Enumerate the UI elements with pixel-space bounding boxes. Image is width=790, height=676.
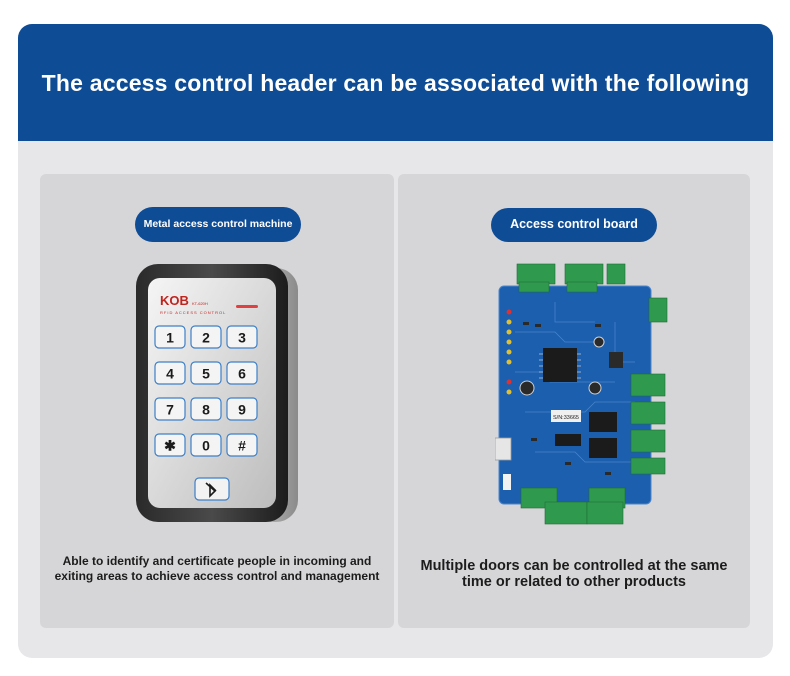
card-label-badge: Access control board [491, 208, 657, 242]
device-model: KT-620H [192, 301, 208, 306]
keypad-key-label: 1 [166, 330, 174, 346]
keypad-key-label: 7 [166, 402, 174, 418]
keypad-device-image: KOB KT-620H RFID ACCESS CONTROL 1 2 3 4 5 6 7 8… [136, 264, 298, 522]
keypad-key [154, 433, 186, 457]
keypad-key [154, 361, 186, 385]
keypad-key [226, 361, 258, 385]
keypad-key-label: 6 [238, 366, 246, 382]
device-subtitle: RFID ACCESS CONTROL [160, 310, 226, 315]
page-title: The access control header can be associa… [41, 70, 750, 96]
keypad-key-label: # [238, 438, 246, 454]
keypad-key [154, 325, 186, 349]
card-label-badge: Metal access control machine [135, 207, 301, 242]
keypad-key-label: 9 [238, 402, 246, 418]
main-panel: The access control header can be associa… [18, 24, 773, 658]
keypad-key [190, 361, 222, 385]
keypad-key-label: 0 [202, 438, 210, 454]
keypad-key [154, 397, 186, 421]
keypad-key-label: ✱ [164, 438, 176, 454]
keypad-key-label: 8 [202, 402, 210, 418]
device-brand: KOB [160, 293, 189, 308]
keypad-key-label: 4 [166, 366, 174, 382]
keypad-key [226, 325, 258, 349]
card-description: Multiple doors can be controlled at the … [420, 558, 728, 590]
keypad-key-label: 2 [202, 330, 210, 346]
keypad-key [226, 433, 258, 457]
keypad-key [226, 397, 258, 421]
keypad-key [190, 325, 222, 349]
keypad-key-label: 3 [238, 330, 246, 346]
keypad-keys: 1 2 3 4 5 6 7 8 9 ✱ 0 # [154, 325, 258, 457]
header-banner: The access control header can be associa… [18, 24, 773, 141]
card-access-control-board: Access control board [398, 174, 750, 628]
keypad-key-label: 5 [202, 366, 210, 382]
keypad-key [190, 433, 222, 457]
control-board-image: S/N:33665 [495, 263, 668, 525]
board-serial: S/N:33665 [553, 415, 579, 421]
card-description: Able to identify and certificate people … [54, 554, 380, 583]
card-metal-access-control: Metal access control machine [40, 174, 394, 628]
keypad-key [190, 397, 222, 421]
